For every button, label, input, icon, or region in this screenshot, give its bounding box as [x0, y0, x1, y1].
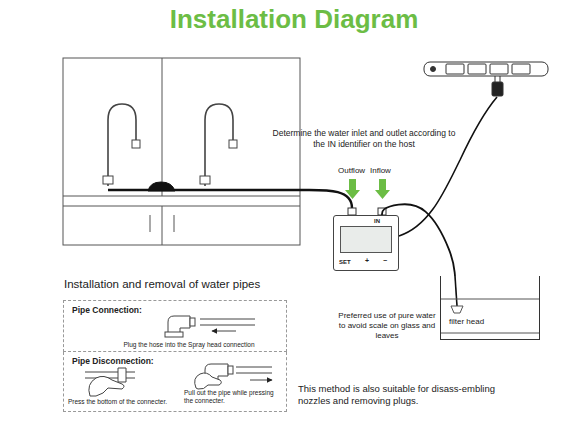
flow-label: Inflow [370, 166, 391, 176]
diagram-title: Installation Diagram [0, 3, 588, 36]
panel-heading: Pipe Disconnection: [72, 356, 154, 366]
host-controller: IN SET + − [333, 215, 399, 271]
note-text: This method is also suitable for disass-… [298, 383, 518, 407]
instruction-text: Press the bottom of the connecter. [68, 398, 180, 406]
note-text: Preferred use of pure water to avoid sca… [336, 311, 438, 341]
instruction-text: Pull out the pipe while pressing the con… [184, 389, 284, 405]
button-label: + [365, 257, 369, 265]
note-text: Determine the water inlet and outlet acc… [266, 128, 462, 149]
button-label: SET [339, 259, 351, 266]
spray-nozzles [103, 104, 237, 186]
section-heading: Installation and removal of water pipes [64, 277, 260, 291]
flow-label: Outflow [338, 166, 365, 176]
flow-arrows [345, 179, 390, 199]
water-hoses [108, 97, 497, 306]
host-ports [348, 208, 386, 215]
lcd-screen [340, 226, 392, 253]
panel-heading: Pipe Connection: [72, 305, 142, 315]
water-tank: filter head [440, 276, 540, 340]
pipe-connection-panel: Pipe Connection: Plug the hose into the S… [63, 300, 287, 352]
tank-water [440, 299, 540, 333]
part-label: filter head [449, 317, 484, 327]
pipe-fitting-connect [165, 316, 255, 337]
pipe-disconnection-panel: Pipe Disconnection: Press the bottom of t… [63, 352, 287, 412]
button-label: − [383, 257, 387, 265]
instruction-text: Plug the hose into the Spray head connec… [94, 341, 284, 349]
power-strip [424, 62, 548, 96]
port-marker: IN [374, 218, 380, 225]
terrarium-cabinet [63, 58, 300, 245]
